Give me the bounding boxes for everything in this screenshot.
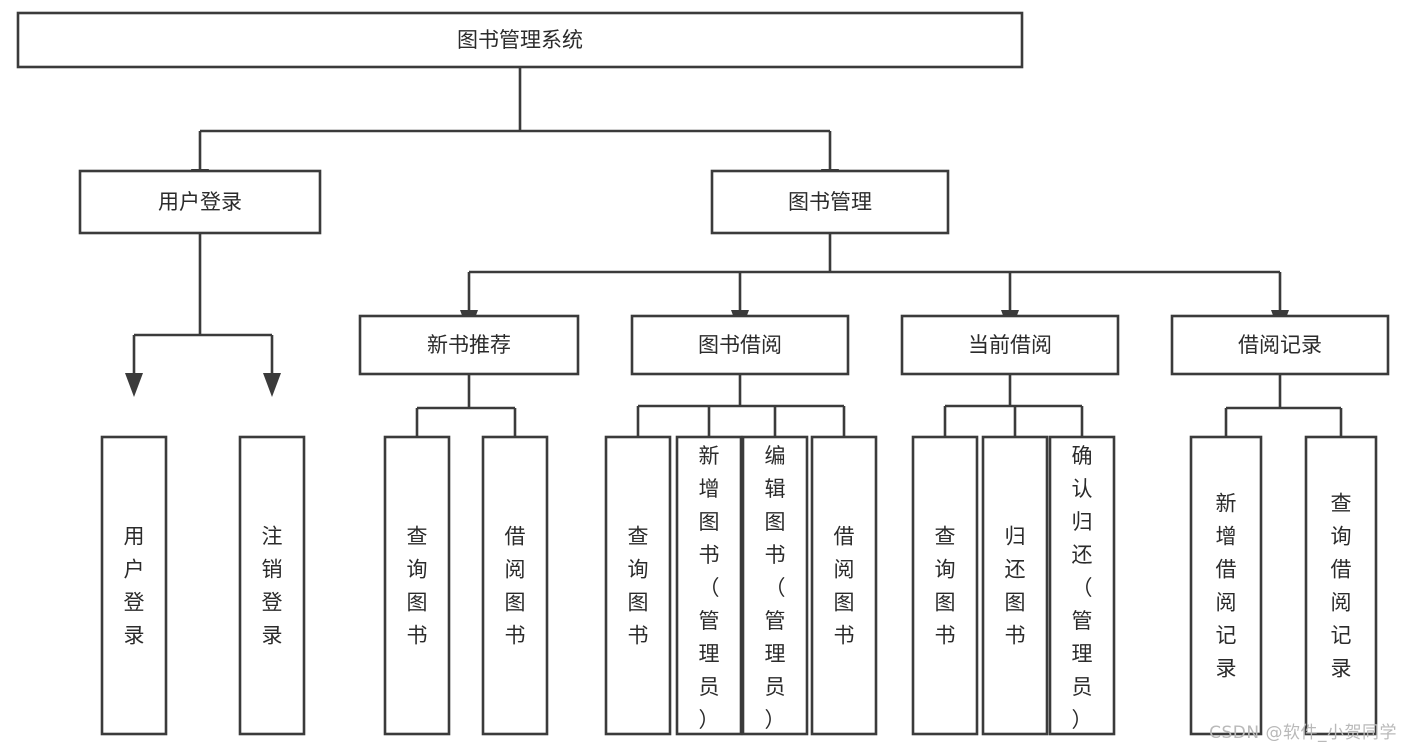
csdn-watermark: CSDN @软件_小贺同学 bbox=[1209, 723, 1397, 743]
nodes-layer: 图书管理系统用户登录图书管理新书推荐图书借阅当前借阅借阅记录用户登录注销登录查询… bbox=[16, 11, 1390, 736]
node-label-root: 图书管理系统 bbox=[457, 28, 583, 52]
node-label-book-management: 图书管理 bbox=[788, 190, 872, 214]
node-label-leaf-borrow-book-rec: 借阅图书 bbox=[505, 525, 526, 648]
node-box-leaf-edit-book[interactable] bbox=[741, 435, 809, 736]
node-label-leaf-query-book-rec: 查询图书 bbox=[407, 525, 428, 648]
node-box-book-management[interactable] bbox=[710, 169, 950, 235]
node-box-current-borrow[interactable] bbox=[900, 314, 1120, 376]
node-box-leaf-confirm-return[interactable] bbox=[1048, 435, 1116, 736]
node-label-new-book-recommend: 新书推荐 bbox=[427, 333, 511, 357]
connector-bus-book-management bbox=[460, 233, 1289, 334]
node-root[interactable]: 图书管理系统 bbox=[16, 11, 1024, 69]
node-label-leaf-query-book-borrow: 查询图书 bbox=[628, 525, 649, 648]
node-box-leaf-query-book-borrow[interactable] bbox=[604, 435, 672, 736]
node-box-leaf-add-record[interactable] bbox=[1189, 435, 1263, 736]
node-box-leaf-borrow-book[interactable] bbox=[810, 435, 878, 736]
node-book-borrow[interactable]: 图书借阅 bbox=[630, 314, 850, 376]
node-label-leaf-query-record: 查询借阅记录 bbox=[1331, 492, 1352, 681]
node-label-leaf-borrow-book: 借阅图书 bbox=[834, 525, 855, 648]
node-label-current-borrow: 当前借阅 bbox=[968, 333, 1052, 357]
node-label-borrow-record: 借阅记录 bbox=[1238, 333, 1322, 357]
node-box-root[interactable] bbox=[16, 11, 1024, 69]
node-leaf-edit-book[interactable]: 编辑图书（管理员） bbox=[741, 435, 809, 736]
node-box-leaf-return-book[interactable] bbox=[981, 435, 1049, 736]
node-label-leaf-edit-book: 编辑图书（管理员） bbox=[765, 444, 786, 732]
node-label-leaf-user-login: 用户登录 bbox=[124, 525, 145, 648]
node-box-leaf-logout[interactable] bbox=[238, 435, 306, 736]
node-label-leaf-logout: 注销登录 bbox=[262, 525, 283, 648]
node-leaf-add-record[interactable]: 新增借阅记录 bbox=[1189, 435, 1263, 736]
node-box-leaf-query-book-current[interactable] bbox=[911, 435, 979, 736]
node-box-new-book-recommend[interactable] bbox=[358, 314, 580, 376]
node-leaf-query-book-rec[interactable]: 查询图书 bbox=[383, 435, 451, 736]
node-leaf-query-book-borrow[interactable]: 查询图书 bbox=[604, 435, 672, 736]
node-label-leaf-query-book-current: 查询图书 bbox=[935, 525, 956, 648]
node-box-leaf-query-record[interactable] bbox=[1304, 435, 1378, 736]
node-leaf-return-book[interactable]: 归还图书 bbox=[981, 435, 1049, 736]
node-leaf-user-login[interactable]: 用户登录 bbox=[100, 435, 168, 736]
node-new-book-recommend[interactable]: 新书推荐 bbox=[358, 314, 580, 376]
node-box-leaf-borrow-book-rec[interactable] bbox=[481, 435, 549, 736]
node-label-leaf-confirm-return: 确认归还（管理员） bbox=[1072, 444, 1093, 732]
node-leaf-borrow-book-rec[interactable]: 借阅图书 bbox=[481, 435, 549, 736]
node-label-leaf-add-record: 新增借阅记录 bbox=[1216, 492, 1237, 681]
node-current-borrow[interactable]: 当前借阅 bbox=[900, 314, 1120, 376]
node-book-management[interactable]: 图书管理 bbox=[710, 169, 950, 235]
node-leaf-add-book[interactable]: 新增图书（管理员） bbox=[675, 435, 743, 736]
node-box-user-login[interactable] bbox=[78, 169, 322, 235]
node-label-user-login: 用户登录 bbox=[158, 190, 242, 214]
node-user-login[interactable]: 用户登录 bbox=[78, 169, 322, 235]
node-box-leaf-query-book-rec[interactable] bbox=[383, 435, 451, 736]
node-label-book-borrow: 图书借阅 bbox=[698, 333, 782, 357]
node-leaf-query-record[interactable]: 查询借阅记录 bbox=[1304, 435, 1378, 736]
node-box-borrow-record[interactable] bbox=[1170, 314, 1390, 376]
node-leaf-query-book-current[interactable]: 查询图书 bbox=[911, 435, 979, 736]
connector-bus-user-login bbox=[125, 233, 281, 397]
node-leaf-borrow-book[interactable]: 借阅图书 bbox=[810, 435, 878, 736]
connectors-layer bbox=[125, 67, 1350, 470]
node-box-leaf-user-login[interactable] bbox=[100, 435, 168, 736]
node-label-leaf-return-book: 归还图书 bbox=[1005, 525, 1026, 648]
node-leaf-logout[interactable]: 注销登录 bbox=[238, 435, 306, 736]
node-box-book-borrow[interactable] bbox=[630, 314, 850, 376]
node-leaf-confirm-return[interactable]: 确认归还（管理员） bbox=[1048, 435, 1116, 736]
node-box-leaf-add-book[interactable] bbox=[675, 435, 743, 736]
node-label-leaf-add-book: 新增图书（管理员） bbox=[699, 444, 720, 732]
node-borrow-record[interactable]: 借阅记录 bbox=[1170, 314, 1390, 376]
